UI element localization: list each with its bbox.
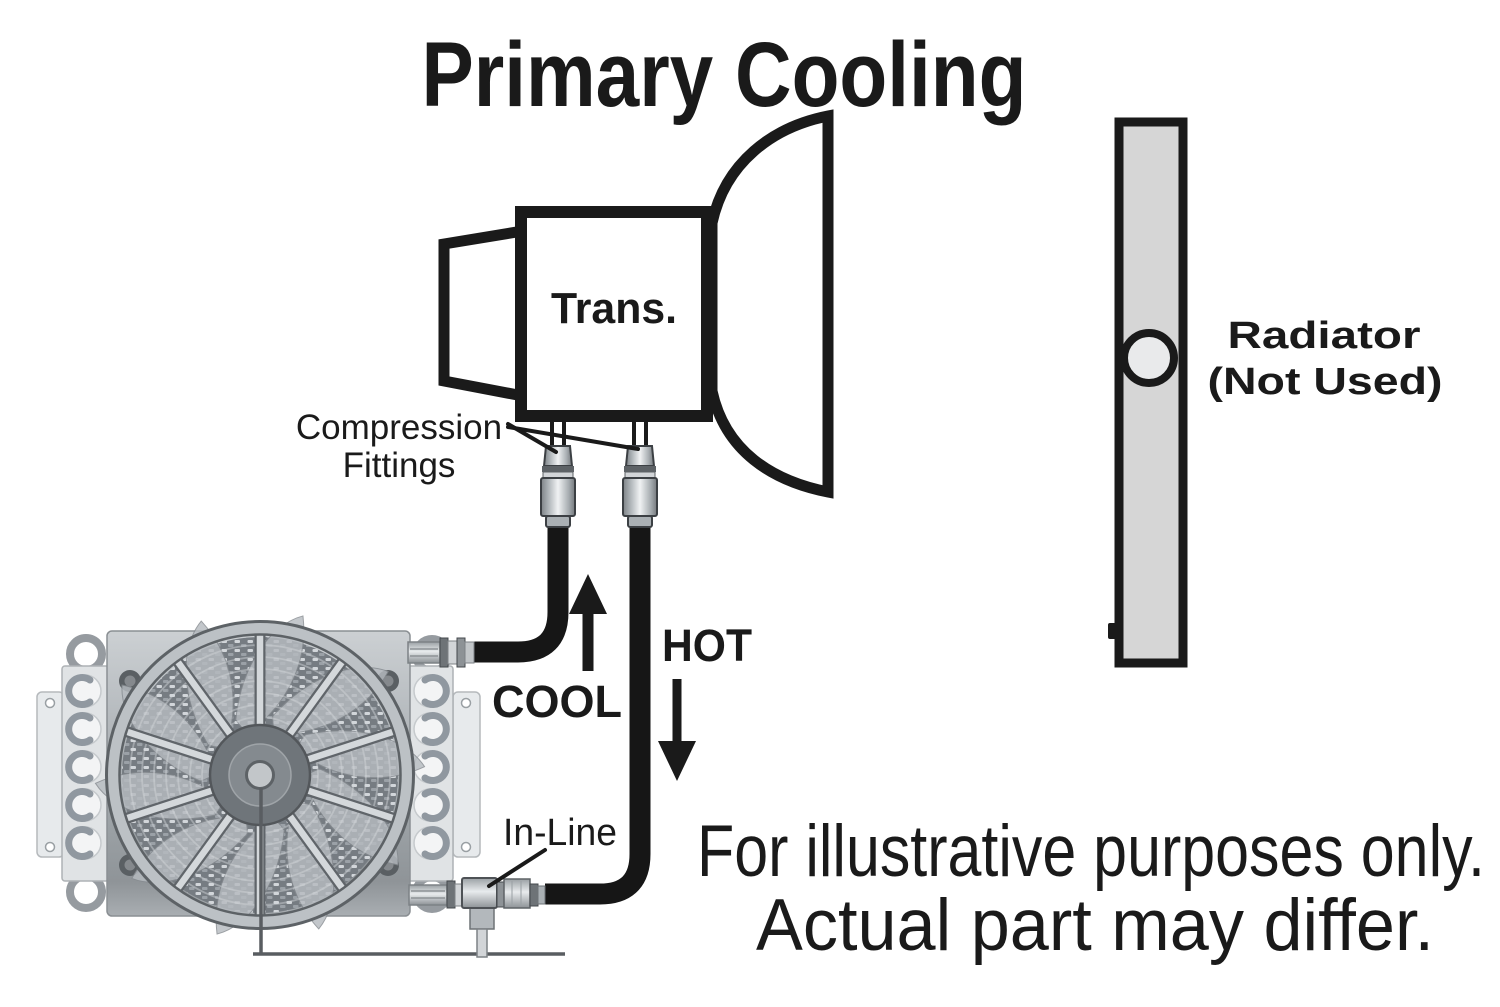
cooler-side-brackets [61, 665, 454, 882]
cooler-inlet-fitting [407, 637, 475, 668]
compression-fitting-right [622, 419, 658, 528]
fan-wire [253, 788, 565, 956]
disclaimer-line1: For illustrative purposes only. [697, 811, 1485, 892]
compression-label-line2: Fittings [343, 446, 456, 485]
compression-fittings-label: Compression Fittings [296, 408, 502, 485]
radiator-body [1114, 117, 1188, 668]
transmission-group: Trans. [438, 109, 834, 499]
transmission-label: Trans. [551, 284, 677, 333]
hoses [474, 500, 651, 905]
transmission-body [515, 206, 713, 422]
hot-flow-arrow-down-icon [658, 679, 696, 781]
compression-leader-right [506, 425, 640, 451]
cooler-unit [36, 615, 565, 956]
radiator-label-line2: (Not Used) [1208, 361, 1443, 403]
page-title: Primary Cooling [422, 24, 1027, 126]
tail-housing [438, 224, 529, 403]
hot-label: HOT [662, 620, 752, 671]
inline-leader [487, 848, 547, 888]
cool-hose [474, 500, 569, 663]
hot-hose [545, 500, 651, 905]
cool-label: COOL [492, 676, 622, 727]
disclaimer-line2: Actual part may differ. [756, 885, 1434, 966]
disclaimer: For illustrative purposes only. Actual p… [697, 811, 1485, 966]
bell-housing [706, 109, 834, 499]
radiator-group: Radiator (Not Used) [1108, 117, 1443, 668]
cooler-mounting-plates [36, 691, 481, 858]
leader-lines [487, 422, 640, 888]
compression-label-line1: Compression [296, 408, 502, 447]
radiator-port [1120, 329, 1178, 387]
inline-fitting [408, 877, 546, 958]
fan-shroud-spokes [117, 627, 403, 923]
cool-flow-arrow-up-icon [569, 574, 607, 671]
flow-annotations: COOL HOT [492, 574, 752, 781]
inline-label: In-Line [503, 812, 617, 854]
radiator-label-line1: Radiator [1228, 315, 1421, 357]
